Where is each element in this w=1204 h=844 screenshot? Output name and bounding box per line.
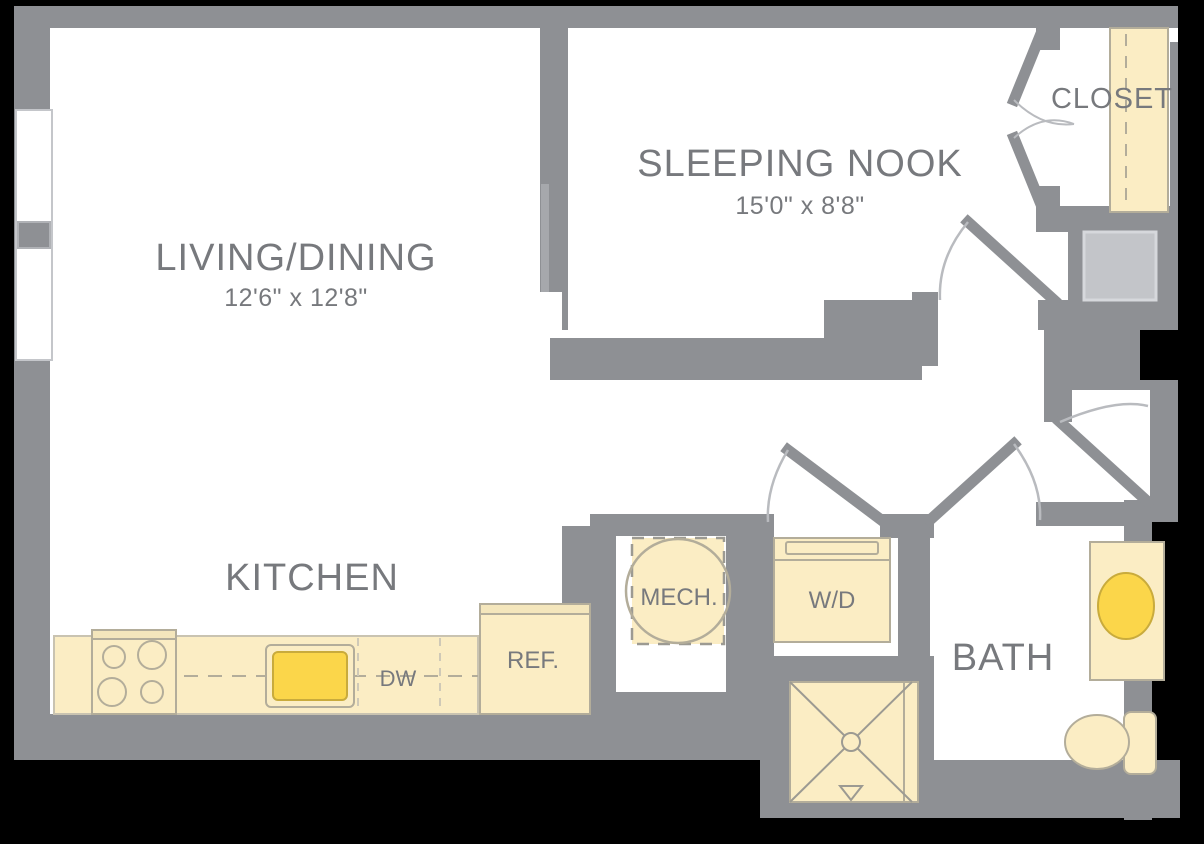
sleeping-nook-floor	[568, 28, 1068, 378]
entry-door-arc	[1059, 402, 1149, 424]
exterior-window-icon	[15, 109, 53, 361]
closet-shelf-rod-icon	[1109, 27, 1169, 213]
living-dining-kitchen-floor	[50, 28, 562, 714]
kitchen-counter-group	[53, 603, 591, 715]
burner-2	[137, 640, 167, 670]
label-mechanical: MECH.	[640, 584, 717, 611]
toilet-icon	[1064, 711, 1157, 775]
hall-right-wall	[1044, 330, 1072, 422]
window-mullion	[17, 221, 51, 249]
dims-living-dining: 12'6" x 12'8"	[224, 284, 368, 312]
bath-door-arc	[1012, 443, 1042, 521]
bath-vanity-sink-icon	[1089, 541, 1165, 681]
washer-dryer-door[interactable]	[766, 442, 892, 530]
wd-right-wall	[900, 514, 924, 674]
closet-door-leaf-bottom[interactable]	[1006, 130, 1048, 210]
sink-basin	[272, 651, 348, 701]
range-control-panel	[91, 629, 177, 640]
closet-shelf	[1109, 27, 1169, 213]
wd-door-leaf[interactable]	[780, 442, 892, 530]
sleeping-nook-door[interactable]	[938, 214, 1062, 308]
nook-door-arc	[938, 221, 969, 301]
refrigerator-body	[479, 603, 591, 715]
divider-pilaster	[541, 184, 549, 292]
entry-door-leaf[interactable]	[1052, 414, 1156, 510]
burner-1	[102, 645, 126, 669]
nook-jamb-post	[912, 292, 938, 366]
range-body	[91, 629, 177, 715]
fixture-label-group: MECH. W/D DW REF.	[380, 584, 856, 691]
refrigerator-icon	[479, 603, 591, 715]
nook-door-leaf[interactable]	[960, 214, 1062, 308]
label-closet: CLOSET	[1051, 83, 1173, 115]
label-sleeping-nook: SLEEPING NOOK	[637, 143, 963, 185]
entry-door[interactable]	[1052, 402, 1156, 510]
bath-door[interactable]	[922, 436, 1042, 528]
burner-4	[140, 680, 164, 704]
vanity-basin	[1097, 572, 1155, 640]
label-kitchen: KITCHEN	[225, 557, 399, 599]
dims-sleeping-nook: 15'0" x 8'8"	[735, 192, 864, 220]
kitchen-hall-divider	[590, 514, 616, 714]
shower-drain	[841, 732, 861, 752]
closet-bifold-door[interactable]	[1006, 28, 1075, 210]
interior-wall-group	[540, 22, 1180, 820]
shower-door-track	[903, 681, 919, 803]
closet-door-arc-bottom	[1013, 119, 1075, 139]
closet-door-arc-top	[1013, 99, 1075, 126]
water-heater-tank	[624, 537, 732, 645]
room-label-group: LIVING/DINING 12'6" x 12'8" SLEEPING NOO…	[155, 83, 1173, 679]
toilet-bowl	[1064, 714, 1130, 770]
wd-door-arc	[766, 449, 790, 523]
washer-dryer-icon	[773, 537, 891, 643]
mech-closet-top-wall	[590, 514, 750, 536]
wd-control-detail	[785, 541, 879, 555]
closet-door-leaf-top[interactable]	[1006, 28, 1048, 108]
refrigerator-top-trim	[479, 603, 591, 615]
wd-left-wall	[752, 514, 774, 674]
mech-closet-bottom-wall	[590, 692, 752, 714]
label-dishwasher: DW	[380, 666, 417, 691]
shower-slope-marker	[837, 785, 865, 802]
shower-stall-icon	[789, 681, 919, 803]
burner-3	[97, 677, 127, 707]
label-refrigerator: REF.	[507, 647, 559, 674]
label-washer-dryer: W/D	[809, 587, 856, 614]
bath-door-leaf[interactable]	[922, 436, 1022, 528]
label-bath: BATH	[952, 637, 1055, 679]
label-living-dining: LIVING/DINING	[155, 237, 436, 279]
kitchen-sink-icon	[265, 644, 355, 708]
mech-closet-right-wall	[726, 514, 752, 714]
hvac-unit-icon	[1082, 230, 1158, 302]
door-group	[766, 28, 1156, 530]
range-cooktop-icon	[91, 629, 177, 715]
water-heater-icon	[624, 536, 732, 646]
wd-bottom-wall	[752, 656, 924, 678]
